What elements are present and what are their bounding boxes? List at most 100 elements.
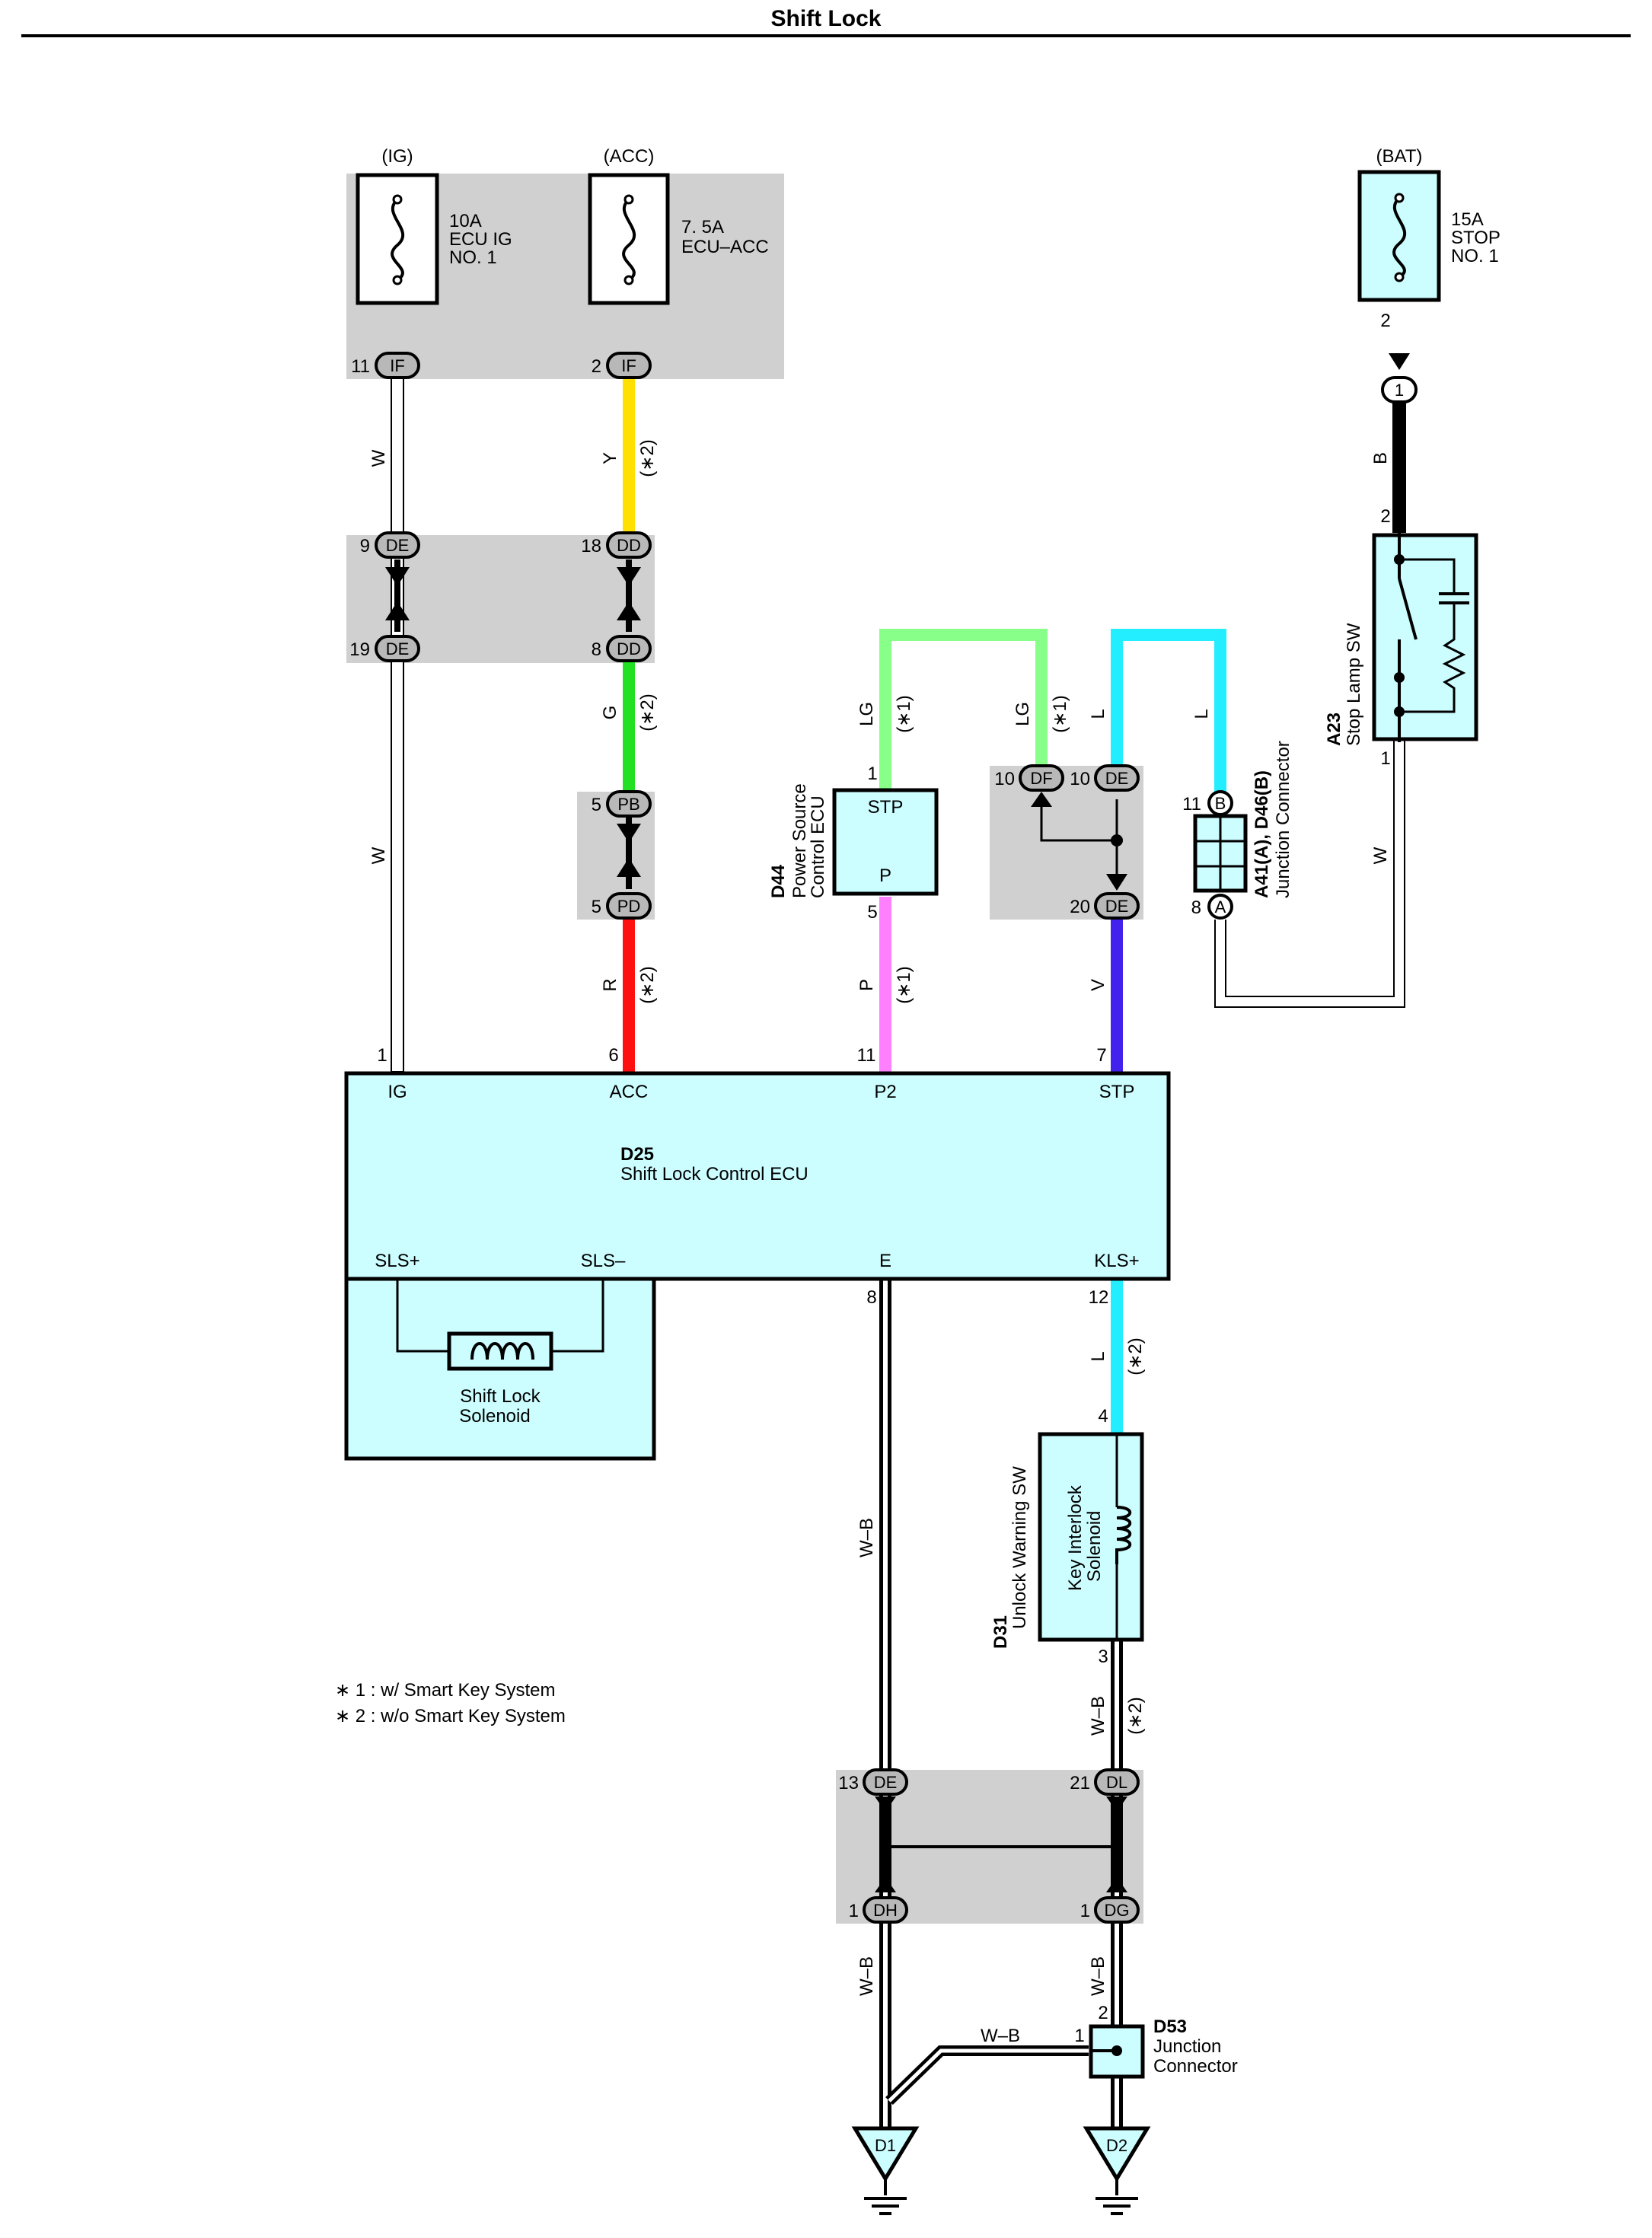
svg-text:1: 1 [1395,381,1404,400]
fuse-icon [622,198,636,282]
svg-text:D44: D44 [768,864,789,898]
d31-unlock-warning-switch: Key Interlock Solenoid D31 Unlock Warnin… [990,1432,1144,1649]
svg-text:1: 1 [1080,1901,1090,1921]
wire-wb-d53-d1 [885,2045,1089,2106]
pin-stop-sw-1: 1 [1380,748,1390,769]
wire-label-lg-1: LG [856,702,877,726]
svg-text:PD: PD [617,897,641,916]
connector-dh-1: DH 1 [849,1896,908,1924]
d25-terminal-acc: ACC [610,1082,649,1102]
wire-label-l-2: L [1191,709,1212,719]
svg-text:13: 13 [838,1773,859,1793]
resistor-icon [1399,603,1466,713]
d44-power-source-ecu: STP P D44 Power Source Control ECU [768,783,939,898]
d25-terminal-kls-plus: KLS+ [1094,1251,1139,1271]
power-ig-label: (IG) [381,146,413,167]
wire-note-lg-1: (∗1) [894,695,914,732]
svg-text:10: 10 [994,769,1015,789]
svg-text:2: 2 [592,356,601,377]
power-acc-label: (ACC) [604,146,655,167]
wire-label-p: P [856,979,877,991]
svg-text:1: 1 [849,1901,859,1921]
svg-text:Unlock Warning SW: Unlock Warning SW [1009,1466,1030,1629]
power-bat-label: (BAT) [1376,146,1423,167]
d25-code: D25 [620,1144,654,1165]
wire-label-r: R [600,978,620,991]
svg-text:A41(A), D46(B): A41(A), D46(B) [1252,770,1272,898]
wire-note-l-3: (∗2) [1125,1337,1146,1375]
svg-text:DE: DE [1105,897,1129,916]
pin-d25-11: 11 [857,1045,876,1066]
connector-if-11: IF 11 [351,352,420,379]
connector-pd-5: PD 5 [592,892,652,920]
coil-icon [1115,1506,1132,1564]
wire-label-wb-4: W–B [1088,1956,1108,1996]
wire-lg [879,629,1048,789]
svg-text:Solenoid: Solenoid [1084,1511,1105,1582]
d25-terminal-p2: P2 [874,1082,896,1102]
wire-note-lg-2: (∗1) [1050,695,1070,732]
d25-terminal-stp: STP [1099,1082,1135,1102]
fuse-stop-name: STOP [1451,228,1501,248]
ground-d2: D2 [1083,2126,1151,2215]
svg-text:DE: DE [874,1773,898,1792]
wire-label-wb-5: W–B [981,2026,1020,2046]
note-2: ∗ 2 : w/o Smart Key System [335,1706,566,1726]
pin-d53-2: 2 [1098,2003,1108,2023]
connector-pb-5: PB 5 [592,790,652,818]
wire-l [1111,629,1226,792]
shift-lock-solenoid: Shift Lock Solenoid [344,1277,656,1461]
svg-text:D2: D2 [1106,2136,1127,2155]
pin-d44-5: 5 [867,902,877,923]
svg-text:DE: DE [1105,769,1129,788]
fuse-ecu-ig-amp: 10A [449,211,482,231]
d25-terminal-sls-plus: SLS+ [375,1251,419,1271]
fuse-ecu-ig-name: ECU IG [449,229,512,250]
connector-de-9: DE 9 [360,531,420,559]
junction-pin-a: A [1215,897,1226,917]
svg-text:9: 9 [360,536,370,556]
wire-note-y: (∗2) [637,439,658,477]
connector-dd-8: DD 8 [592,635,652,662]
wire-label-y: Y [600,452,620,464]
fuse-stop-amp: 15A [1451,209,1484,230]
connector-de-20: DE 20 [1070,892,1140,920]
wire-note-wb-2: (∗2) [1125,1697,1146,1734]
switch-icon [1398,578,1418,640]
svg-text:STP: STP [868,797,904,818]
pin-fuse-stop-2: 2 [1380,311,1390,331]
wire-label-g: G [600,706,620,720]
svg-text:20: 20 [1070,897,1090,917]
arrow-pair-left [385,560,410,632]
svg-text:Power Source: Power Source [789,783,810,898]
connector-if-2: IF 2 [592,352,652,379]
pin-d25-7: 7 [1096,1045,1106,1066]
pin-d31-3: 3 [1098,1647,1108,1667]
a41-d46-junction-connector: B 11 A 8 A41(A), D46(B) Junction Connect… [1182,741,1293,920]
wire-w-ig [391,377,404,1073]
pin-d25-6: 6 [608,1045,618,1066]
d25-shift-lock-control-ecu: IG ACC P2 STP D25 Shift Lock Control ECU… [344,1071,1171,1281]
svg-text:DG: DG [1105,1901,1130,1920]
svg-text:IF: IF [621,356,636,375]
svg-text:DD: DD [617,536,641,555]
svg-text:DE: DE [386,536,410,555]
svg-text:5: 5 [592,897,601,917]
svg-text:A23: A23 [1324,713,1344,746]
svg-text:Junction Connector: Junction Connector [1273,741,1293,898]
svg-text:21: 21 [1070,1773,1090,1793]
svg-text:8: 8 [592,639,601,660]
svg-text:DL: DL [1106,1773,1127,1792]
junction-pin-b: B [1215,794,1226,813]
svg-text:D1: D1 [875,2136,896,2155]
d53-junction-connector: D53 Junction Connector [1089,2016,1238,2079]
svg-text:P: P [879,866,891,886]
connector-df-10: DF 10 [994,764,1064,792]
svg-text:5: 5 [592,795,601,815]
pin-d25-12: 12 [1089,1287,1109,1308]
d25-terminal-sls-minus: SLS– [581,1251,626,1271]
ground-icon [851,2126,920,2182]
svg-text:DF: DF [1030,769,1052,788]
wire-label-l-1: L [1088,709,1108,719]
pin-d25-8: 8 [866,1287,876,1308]
